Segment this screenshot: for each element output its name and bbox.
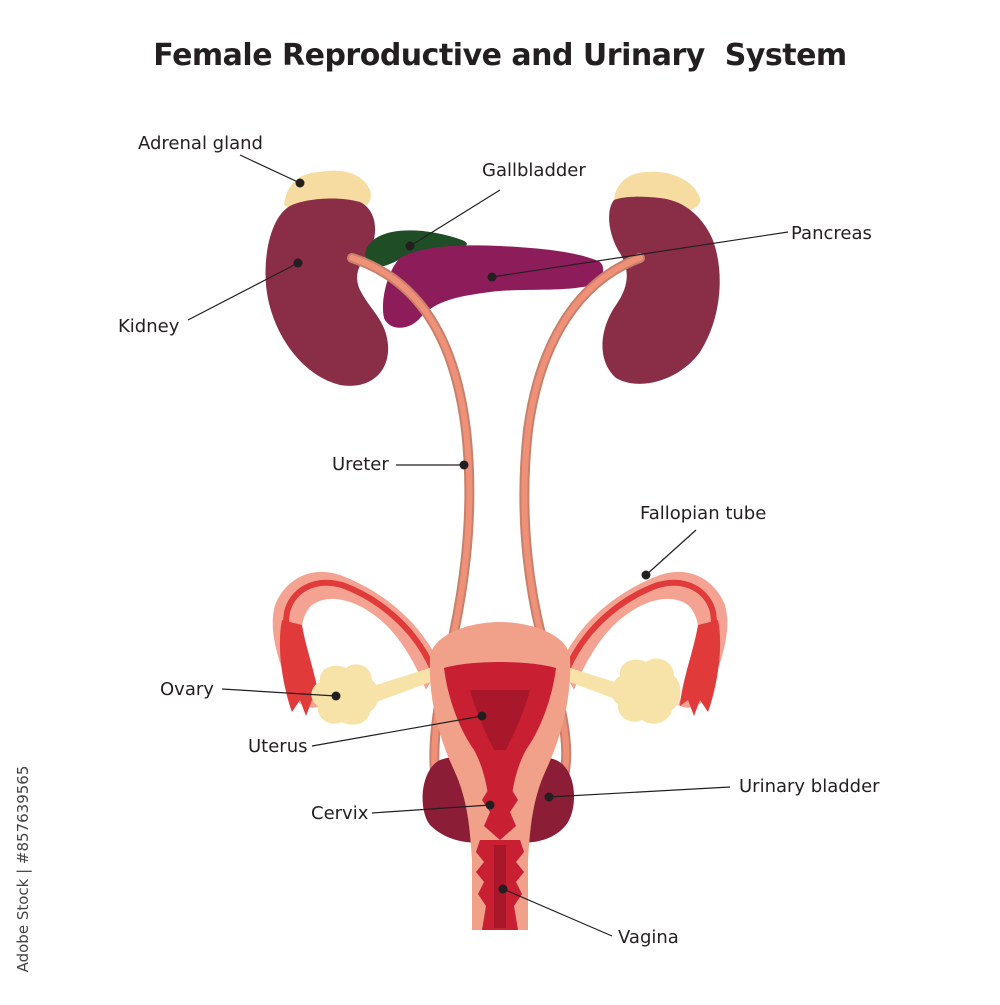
label-cervix: Cervix (311, 803, 369, 824)
dot-adrenal-gland (295, 178, 305, 188)
dot-fallopian-tube (641, 570, 651, 580)
watermark-text: Adobe Stock | #857639565 (14, 765, 32, 973)
dot-ovary (331, 691, 341, 701)
left-fallopian-tube-outer (272, 571, 440, 708)
leader-vagina (502, 888, 613, 937)
dot-pancreas (487, 272, 497, 282)
leader-cervix (371, 804, 491, 814)
right-ovary-shape (611, 658, 681, 724)
label-uterus: Uterus (248, 736, 308, 757)
stock-watermark: Adobe Stock | #857639565 (8, 760, 34, 980)
dot-uterus (477, 711, 487, 721)
uterus-lining (470, 690, 530, 750)
dot-kidney (293, 258, 303, 268)
leader-fallopian-tube (645, 529, 697, 576)
label-gallbladder: Gallbladder (482, 160, 586, 181)
dot-urinary-bladder (544, 792, 554, 802)
leader-dots (293, 178, 651, 894)
left-fimbriae (279, 620, 320, 716)
diagram-title: Female Reproductive and Urinary System (153, 38, 847, 73)
right-fallopian-tube-outer (560, 571, 728, 708)
gallbladder-shape (365, 230, 467, 268)
leader-ovary (221, 688, 337, 697)
left-ovary-shape (311, 664, 379, 725)
label-ureter: Ureter (332, 454, 389, 475)
leader-adrenal-gland (239, 154, 301, 184)
label-pancreas: Pancreas (791, 223, 872, 244)
label-kidney: Kidney (118, 316, 180, 337)
left-kidney (265, 198, 389, 386)
right-kidney (602, 196, 720, 384)
label-adrenal-gland: Adrenal gland (138, 133, 263, 154)
leader-gallbladder (409, 189, 501, 247)
dot-gallbladder (405, 241, 415, 251)
label-urinary-bladder: Urinary bladder (739, 776, 880, 797)
dot-vagina (498, 884, 508, 894)
pancreas-shape (382, 245, 604, 328)
dot-ureter (459, 460, 469, 470)
left-ovarian-ligament (360, 668, 436, 706)
leader-kidney (187, 262, 299, 321)
right-fimbriae (680, 620, 721, 716)
cervix-canal (482, 760, 518, 840)
leader-uterus (311, 715, 483, 747)
label-vagina: Vagina (618, 927, 679, 948)
leader-lines (187, 154, 789, 937)
leader-urinary-bladder (548, 786, 731, 798)
label-ovary: Ovary (160, 679, 214, 700)
dot-cervix (485, 800, 495, 810)
label-fallopian-tube: Fallopian tube (640, 503, 767, 524)
leader-pancreas (491, 231, 789, 278)
